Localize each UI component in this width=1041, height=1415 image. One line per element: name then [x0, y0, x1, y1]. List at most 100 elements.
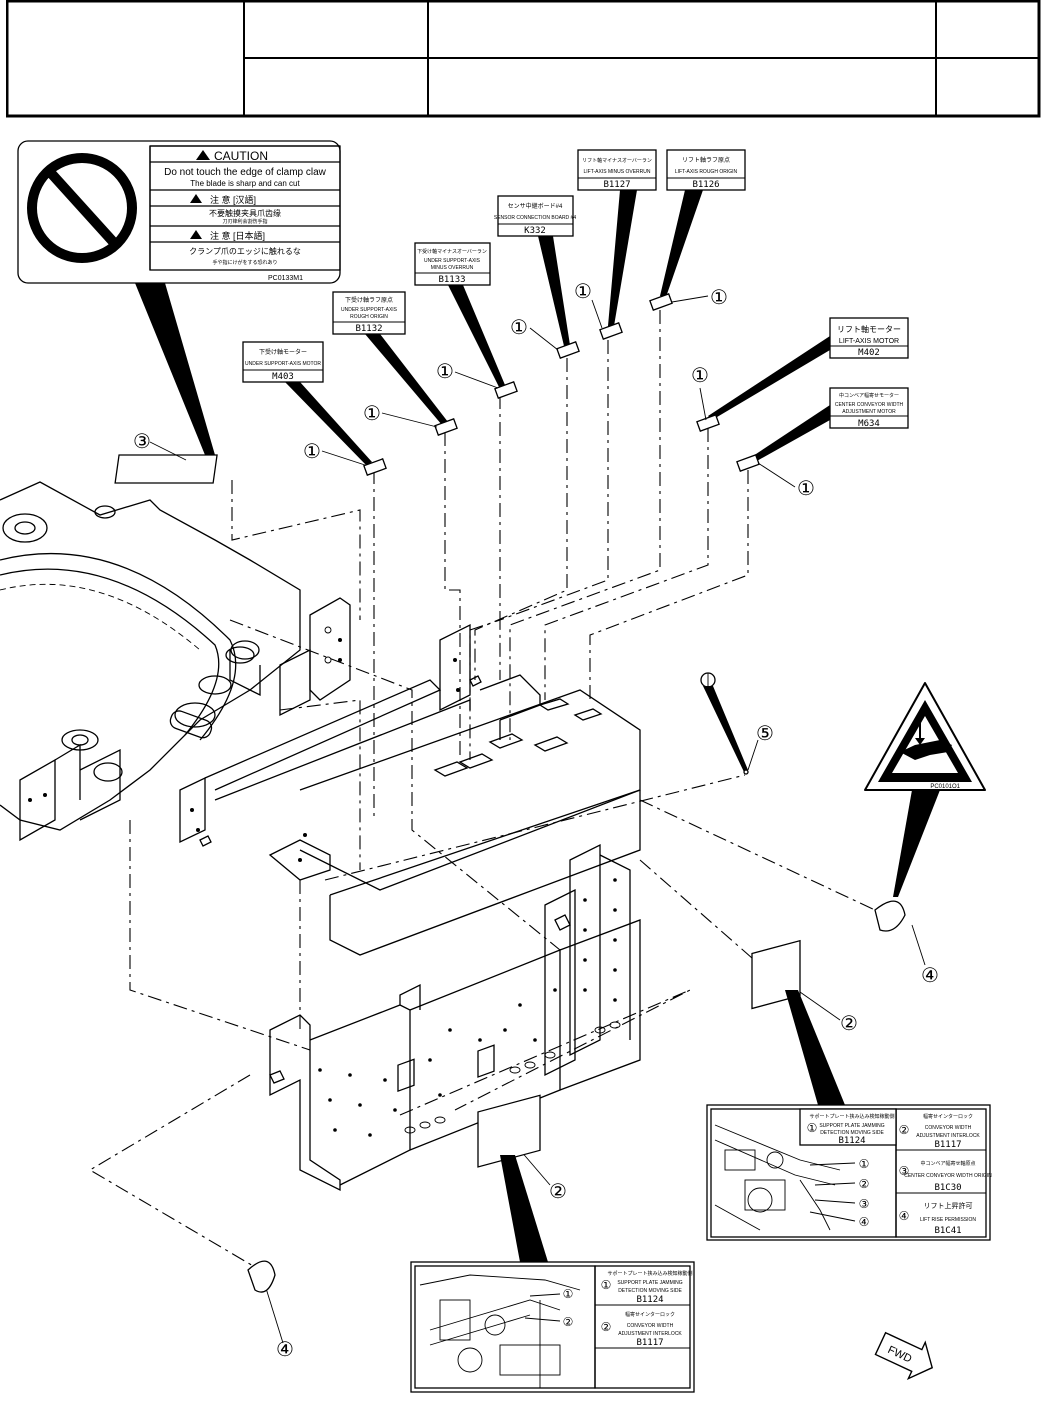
left-bracket — [229, 597, 351, 717]
right-item4-num: ④ — [899, 1209, 910, 1223]
hand-caution-label: PC0101O1 — [864, 682, 986, 791]
callout-1h: ① — [797, 478, 815, 500]
pointer-m634 — [750, 405, 830, 462]
bottom-item1-en1: SUPPORT PLATE JAMMING — [617, 1280, 682, 1286]
right-item2-en2: ADJUSTMENT INTERLOCK — [916, 1133, 980, 1139]
b1132-code: B1132 — [355, 324, 382, 334]
right-photo-mark-1: ① — [859, 1157, 870, 1171]
bottom-item2-jp: 幅寄せインターロック — [625, 1311, 675, 1318]
label-m403: 下受け軸モーター UNDER SUPPORT-AXIS MOTOR M403 — [242, 341, 324, 383]
right-item3-code: B1C30 — [934, 1183, 961, 1193]
base-casting — [0, 481, 301, 842]
right-item1-code: B1124 — [838, 1136, 865, 1146]
bottom-item1-num: ① — [601, 1278, 612, 1292]
m403-jp: 下受け軸モーター — [259, 348, 307, 356]
b1133-jp: 下受け軸マイナスオーバーラン — [417, 248, 487, 255]
k332-code: K332 — [524, 226, 546, 236]
caution-line1: Do not touch the edge of clamp claw — [164, 167, 327, 178]
b1126-jp: リフト軸ラフ原点 — [682, 156, 730, 164]
right-item4-en1: LIFT RISE PERMISSION — [920, 1217, 976, 1223]
caution-label: CAUTION Do not touch the edge of clamp c… — [17, 140, 341, 284]
title-block — [5, 0, 1041, 118]
caution-line2: The blade is sharp and can cut — [190, 179, 300, 188]
b1133-en1: UNDER SUPPORT-AXIS — [424, 258, 481, 264]
item-5-pin — [700, 672, 749, 775]
caution-cn-text1: 不要触摸夹具爪齿缘 — [209, 208, 281, 218]
bottom-item2-code: B1117 — [636, 1338, 663, 1348]
right-item2-jp: 幅寄せインターロック — [923, 1113, 973, 1120]
m402-code: M402 — [858, 348, 880, 358]
right-item4-code: B1C41 — [934, 1226, 961, 1236]
pointer-caution — [135, 283, 215, 455]
label-b1127: リフト軸マイナスオーバーラン LIFT-AXIS MINUS OVERRUN B… — [577, 149, 657, 191]
label-k332: センサ中継ボード#4 SENSOR CONNECTION BOARD #4 K3… — [494, 195, 576, 237]
b1127-jp: リフト軸マイナスオーバーラン — [582, 157, 652, 164]
b1132-jp: 下受け軸ラフ原点 — [345, 296, 393, 304]
m634-code: M634 — [858, 419, 880, 429]
callout-1b: ① — [363, 403, 381, 425]
prohibition-icon — [27, 153, 137, 263]
caution-jp-text2: 手や指にけがをする恐れあり — [212, 259, 277, 266]
sensor-panel-right: ① ② ③ ④ ① サポートプレート挟み込み検知稼動側 SUPPORT PLAT… — [706, 1104, 992, 1241]
caution-code: PC0133M1 — [268, 275, 303, 282]
right-photo-mark-2: ② — [859, 1177, 870, 1191]
caution-cn-head: 注 意 [汉語] — [210, 194, 256, 205]
m634-en2: ADJUSTMENT MOTOR — [842, 409, 896, 415]
m403-code: M403 — [272, 372, 294, 382]
callout-1a: ① — [303, 441, 321, 463]
pointer-m402 — [708, 336, 830, 420]
pointer-b1133 — [448, 285, 505, 387]
bottom-item1-jp: サポートプレート挟み込み検知稼動側 — [607, 1270, 692, 1277]
pointer-b1132 — [365, 334, 448, 425]
bottom-item2-en2: ADJUSTMENT INTERLOCK — [618, 1331, 682, 1337]
bottom-item1-code: B1124 — [636, 1295, 663, 1305]
label-placement-3 — [114, 454, 218, 484]
callout-1d: ① — [510, 317, 528, 339]
caution-jp-text1: クランプ爪のエッジに触れるな — [189, 246, 301, 256]
b1132-en1: UNDER SUPPORT-AXIS — [341, 307, 398, 313]
callout-1e: ① — [574, 281, 592, 303]
pointer-hand-caution — [893, 790, 940, 897]
caution-jp-head: 注 意 [日本語] — [210, 230, 265, 241]
b1126-code: B1126 — [692, 180, 719, 190]
callout-5: ⑤ — [756, 723, 774, 745]
pointer-b1127 — [608, 190, 637, 326]
right-item3-en1: CENTER CONVEYOR WIDTH ORIGIN — [904, 1173, 992, 1179]
caution-cn-text2: 刀刃锋利会割伤手指 — [222, 218, 267, 225]
assembly-leaders — [88, 310, 876, 1271]
bottom-photo-mark-2: ② — [563, 1315, 574, 1329]
bottom-item1-en2: DETECTION MOVING SIDE — [618, 1288, 682, 1294]
right-item1-jp: サポートプレート挟み込み検知稼動側 — [809, 1113, 894, 1120]
sensor-panel-bottom: ① ② ① サポートプレート挟み込み検知稼動側 SUPPORT PLATE JA… — [410, 1261, 695, 1393]
right-photo-mark-4: ④ — [859, 1215, 870, 1229]
right-item1-num: ① — [807, 1121, 818, 1135]
label-b1126: リフト軸ラフ原点 LIFT-AXIS ROUGH ORIGIN B1126 — [666, 149, 746, 191]
callout-1f: ① — [710, 287, 728, 309]
b1126-en1: LIFT-AXIS ROUGH ORIGIN — [675, 169, 738, 175]
bottom-item2-en1: CONVEYOR WIDTH — [627, 1323, 674, 1329]
b1127-code: B1127 — [603, 180, 630, 190]
m402-en1: LIFT-AXIS MOTOR — [839, 338, 899, 345]
label-b1132: 下受け軸ラフ原点 UNDER SUPPORT-AXIS ROUGH ORIGIN… — [332, 291, 406, 335]
pointer-panel-right — [785, 990, 845, 1105]
callout-4a: ④ — [921, 965, 939, 987]
bottom-photo-mark-1: ① — [563, 1287, 574, 1301]
right-item2-num: ② — [899, 1123, 910, 1137]
k332-en1: SENSOR CONNECTION BOARD #4 — [494, 215, 576, 221]
m634-en1: CENTER CONVEYOR WIDTH — [835, 402, 904, 408]
right-photo-mark-3: ③ — [859, 1197, 870, 1211]
m634-jp: 中コンベア幅寄せモーター — [839, 392, 899, 399]
title-block-frame — [5, 0, 1041, 118]
callout-leaders — [149, 295, 926, 1344]
callout-3: ③ — [133, 431, 151, 453]
b1133-en2: MINUS OVERRUN — [431, 265, 474, 271]
lower-frame — [269, 843, 641, 1192]
pc0101-code: PC0101O1 — [930, 784, 960, 790]
right-item3-jp: 中コンベア幅寄せ軸原点 — [920, 1160, 975, 1167]
bottom-item2-num: ② — [601, 1320, 612, 1334]
right-item4-jp: リフト上昇許可 — [924, 1201, 973, 1210]
panel-right-photo — [714, 1124, 856, 1231]
center-plate-assembly — [179, 623, 641, 956]
label-b1133: 下受け軸マイナスオーバーラン UNDER SUPPORT-AXIS MINUS … — [414, 242, 491, 286]
